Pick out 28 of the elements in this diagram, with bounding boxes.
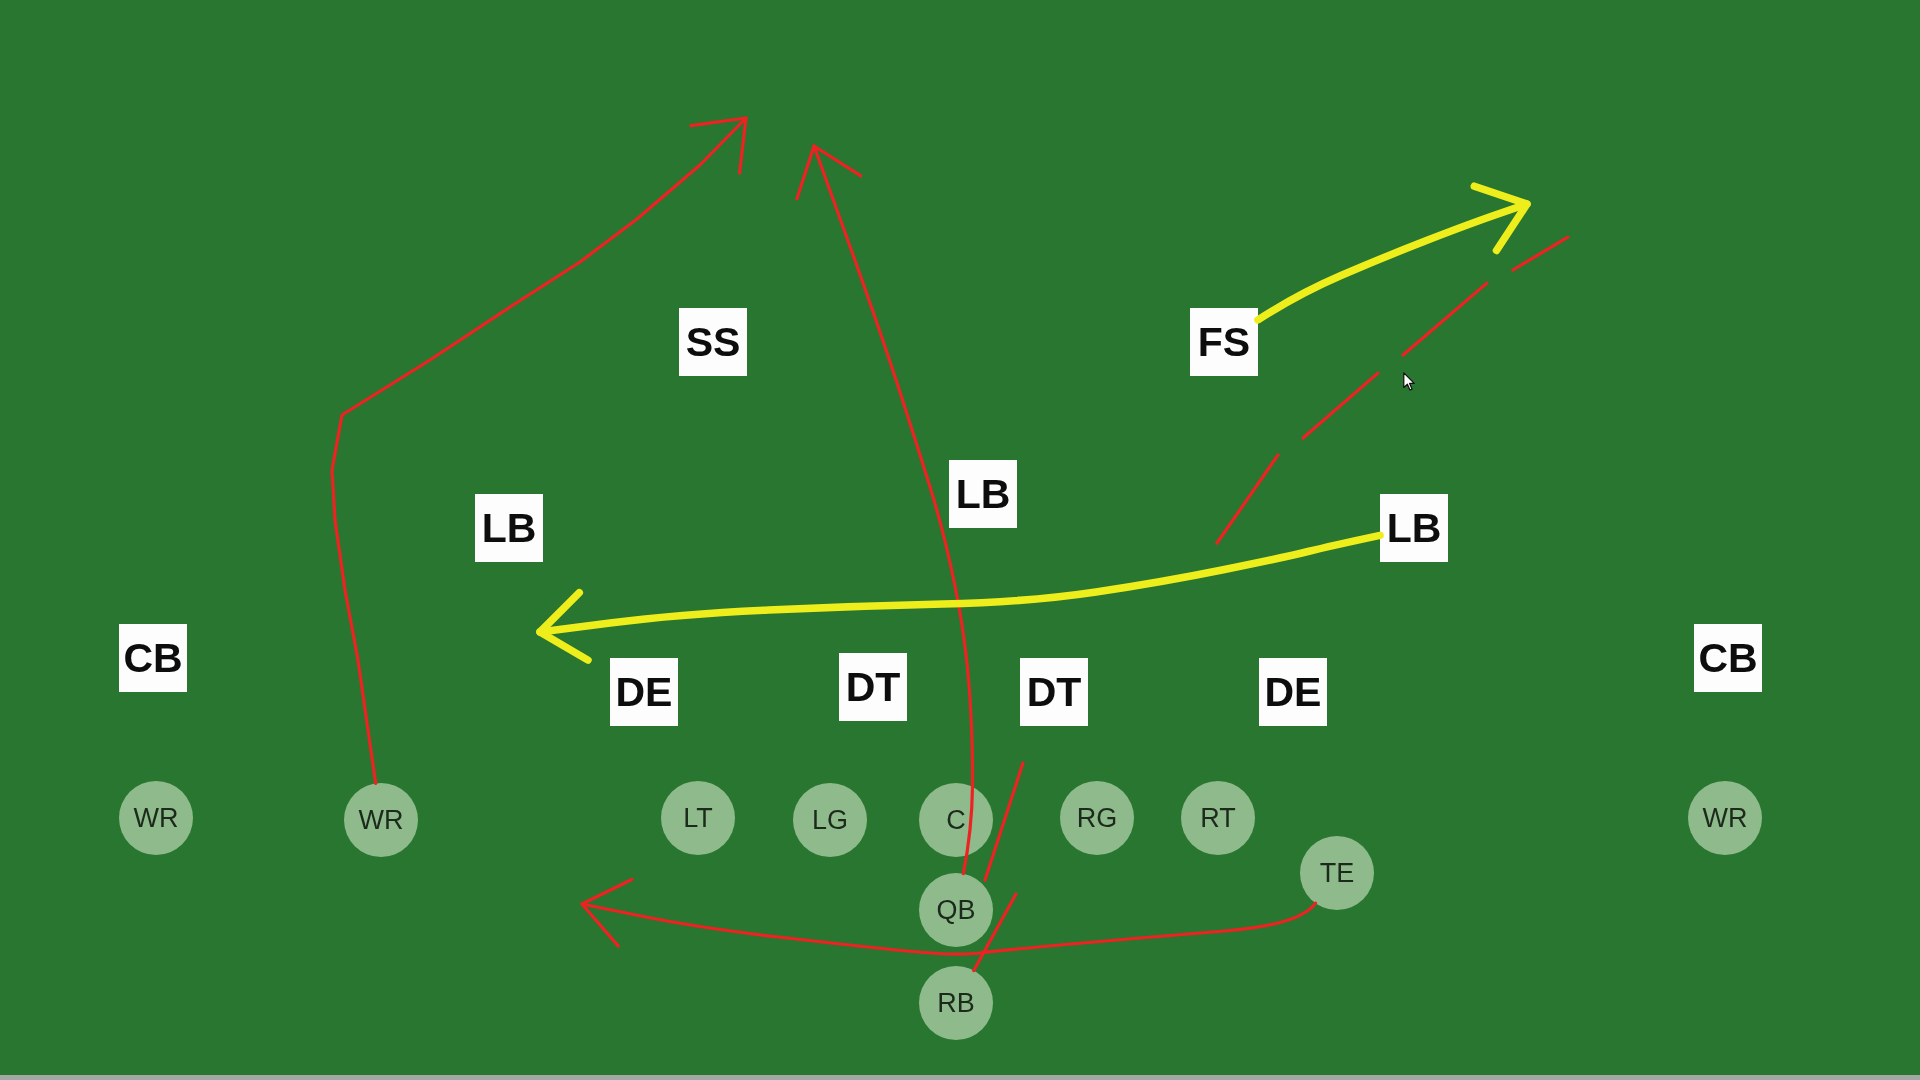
position-label: RT [1200, 804, 1236, 832]
position-label: RG [1076, 804, 1118, 832]
position-label: LB [481, 507, 537, 549]
position-label: CB [1698, 637, 1758, 679]
position-label: SS [685, 321, 741, 363]
position-label: TE [1319, 859, 1355, 887]
position-label: QB [936, 896, 976, 924]
route-arrow [580, 877, 1318, 956]
position-label: DE [1264, 671, 1322, 713]
position-label: CB [123, 637, 183, 679]
position-label: WR [133, 804, 179, 832]
position-label: WR [1702, 804, 1748, 832]
route-arrow [1254, 182, 1531, 324]
position-label: C [946, 806, 966, 834]
route-arrow [536, 531, 1384, 664]
position-label: FS [1197, 321, 1251, 363]
route-line [972, 235, 1570, 973]
route-arrow [330, 116, 748, 785]
position-label: DE [615, 671, 673, 713]
route-arrow [795, 144, 975, 876]
position-label: DT [845, 666, 901, 708]
position-label: LB [955, 473, 1011, 515]
position-label: LG [812, 806, 848, 834]
position-label: RB [937, 989, 975, 1017]
position-label: DT [1026, 671, 1082, 713]
position-label: WR [358, 806, 404, 834]
position-label: LT [683, 804, 713, 832]
position-label: LB [1386, 507, 1442, 549]
